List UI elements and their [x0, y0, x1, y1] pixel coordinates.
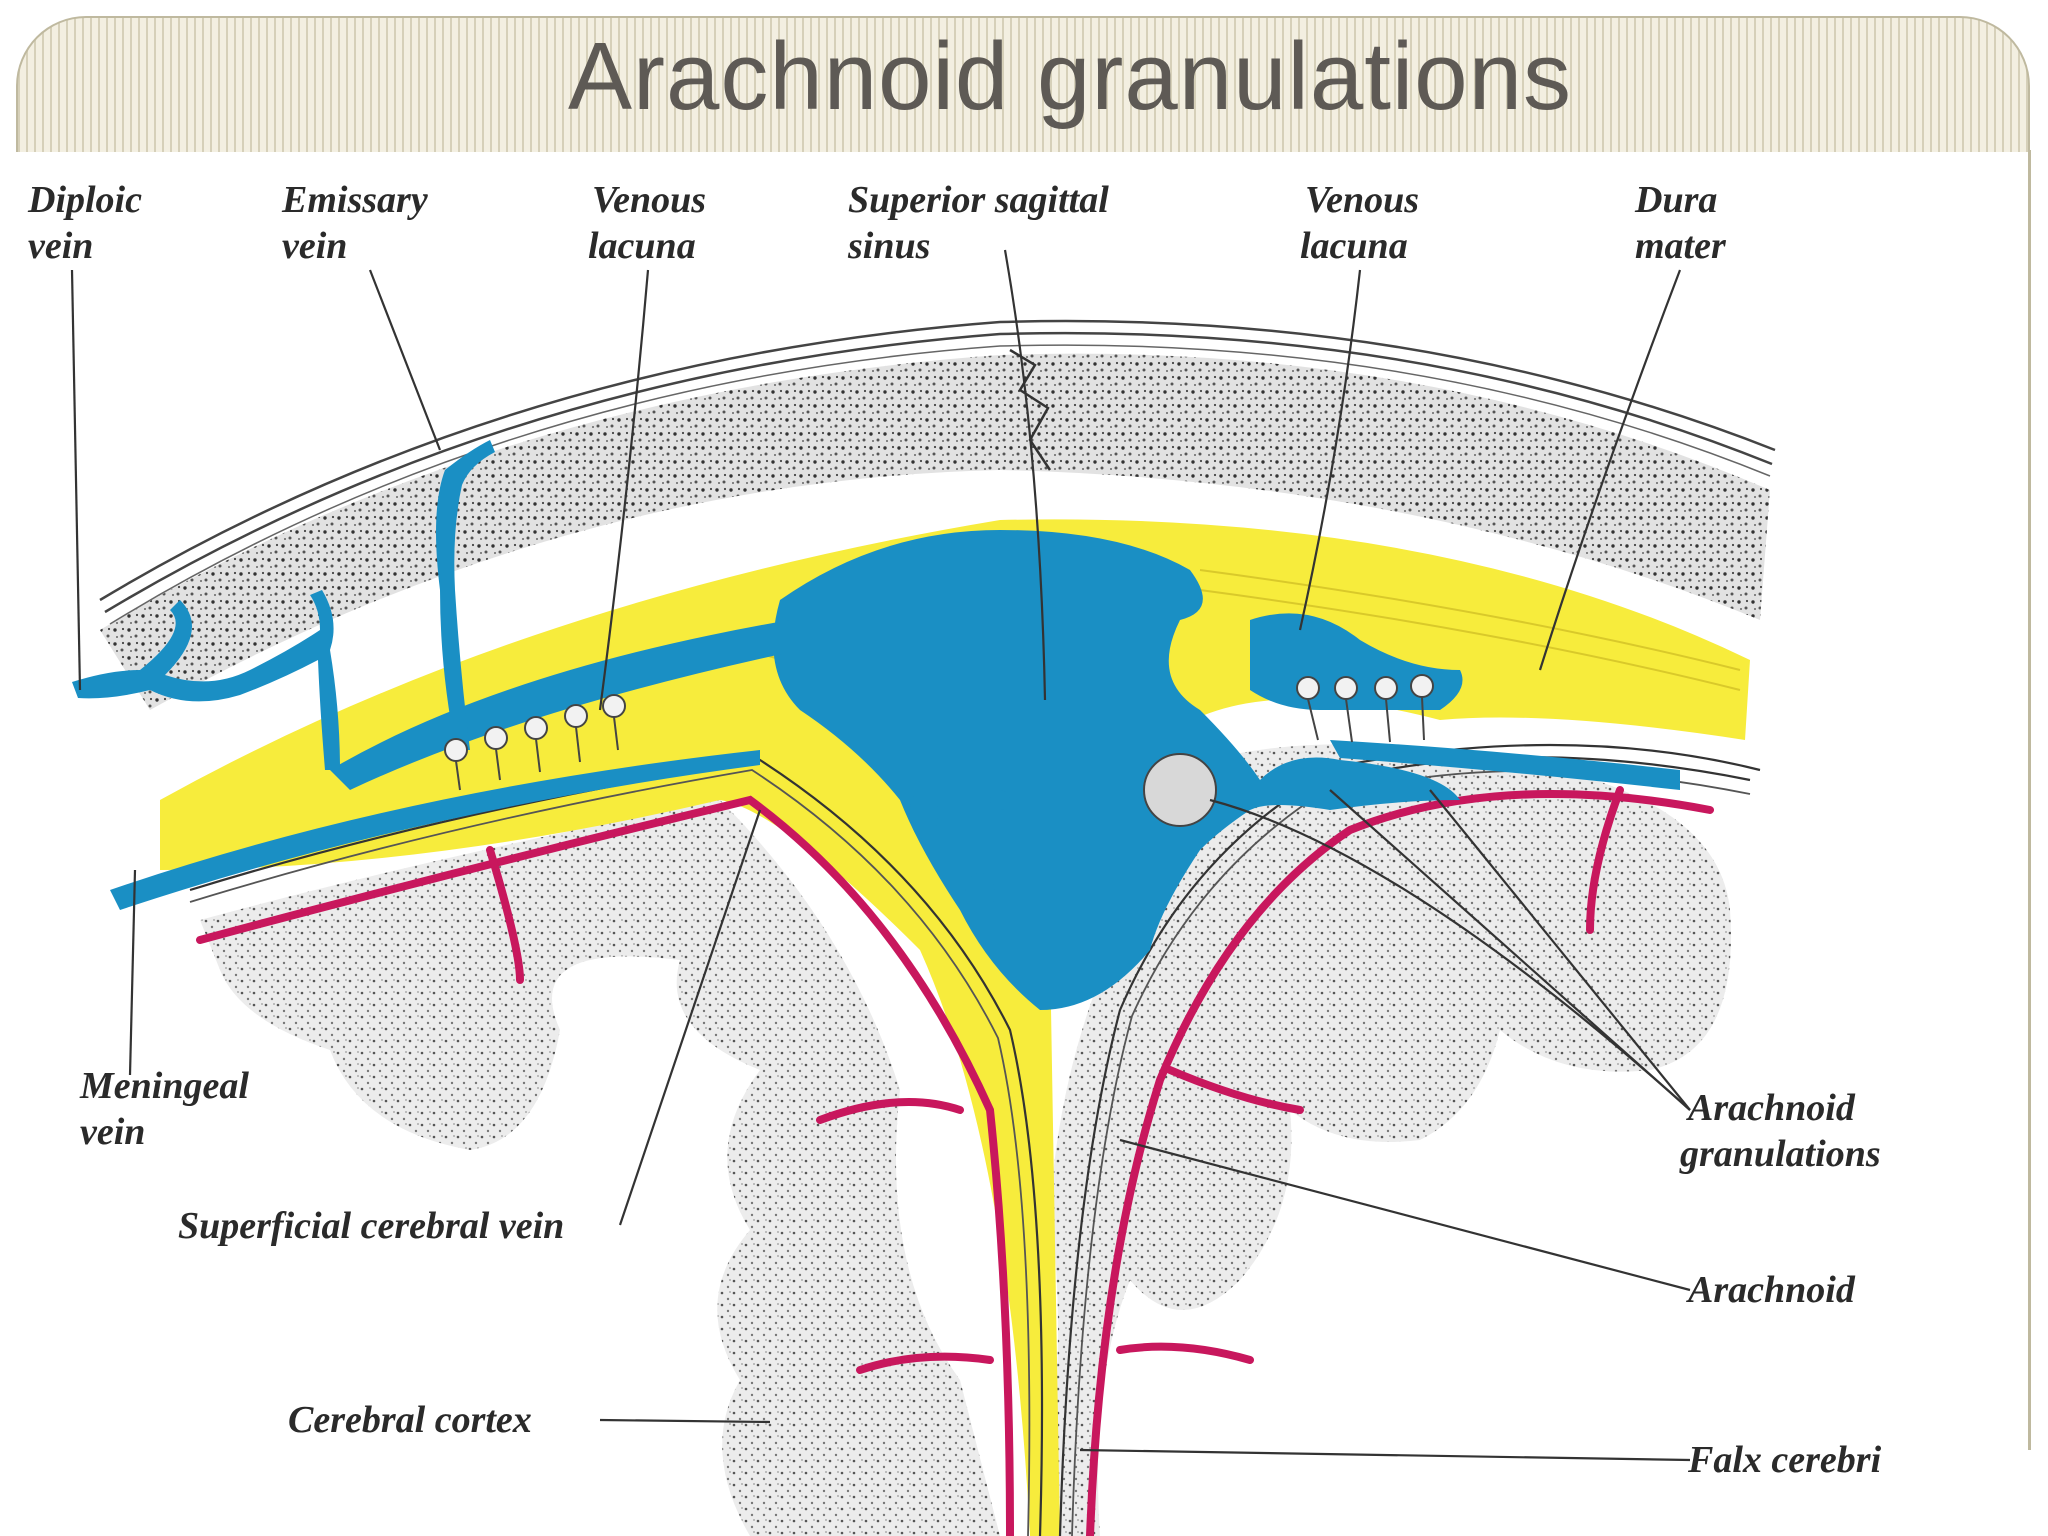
skull-bone [99, 319, 1776, 710]
label-arachnoid: Arachnoid [1686, 1269, 1856, 1311]
label-superior-sagittal-sinus: Superior sagittal [848, 179, 1109, 221]
label-emissary-vein: Emissary [281, 179, 428, 221]
slide-title: Arachnoid granulations [568, 23, 1572, 130]
label-venous-lacuna-left: lacuna [588, 225, 696, 267]
label-emissary-vein: vein [282, 225, 347, 267]
right-border-rule [2028, 150, 2031, 1450]
label-cerebral-cortex: Cerebral cortex [288, 1399, 532, 1441]
label-superficial-cerebral-vein: Superficial cerebral vein [178, 1205, 564, 1247]
label-venous-lacuna-right: lacuna [1300, 225, 1408, 267]
diagram-labels: Diploic vein Emissary vein Venous lacuna… [27, 179, 1882, 1481]
label-dura-mater: Dura [1634, 179, 1717, 221]
label-arachnoid-granulations: Arachnoid [1686, 1087, 1856, 1129]
brain-cortex [200, 744, 1731, 1536]
label-superior-sagittal-sinus: sinus [847, 225, 930, 267]
label-diploic-vein: Diploic [27, 179, 142, 221]
title-bar [16, 16, 2030, 152]
cortical-arteries [196, 786, 1714, 1536]
label-venous-lacuna-right: Venous [1305, 179, 1419, 221]
leader-lines [70, 249, 1691, 1462]
granulation-villi [444, 674, 1434, 827]
label-arachnoid-granulations: granulations [1679, 1133, 1881, 1175]
label-venous-lacuna-left: Venous [592, 179, 706, 221]
label-meningeal-vein: vein [80, 1111, 145, 1153]
label-diploic-vein: vein [28, 225, 93, 267]
arachnoid-granulations-diagram: Diploic vein Emissary vein Venous lacuna… [27, 179, 1882, 1536]
label-falx-cerebri: Falx cerebri [1687, 1439, 1882, 1481]
label-meningeal-vein: Meningeal [79, 1065, 249, 1107]
label-dura-mater: mater [1635, 225, 1727, 267]
